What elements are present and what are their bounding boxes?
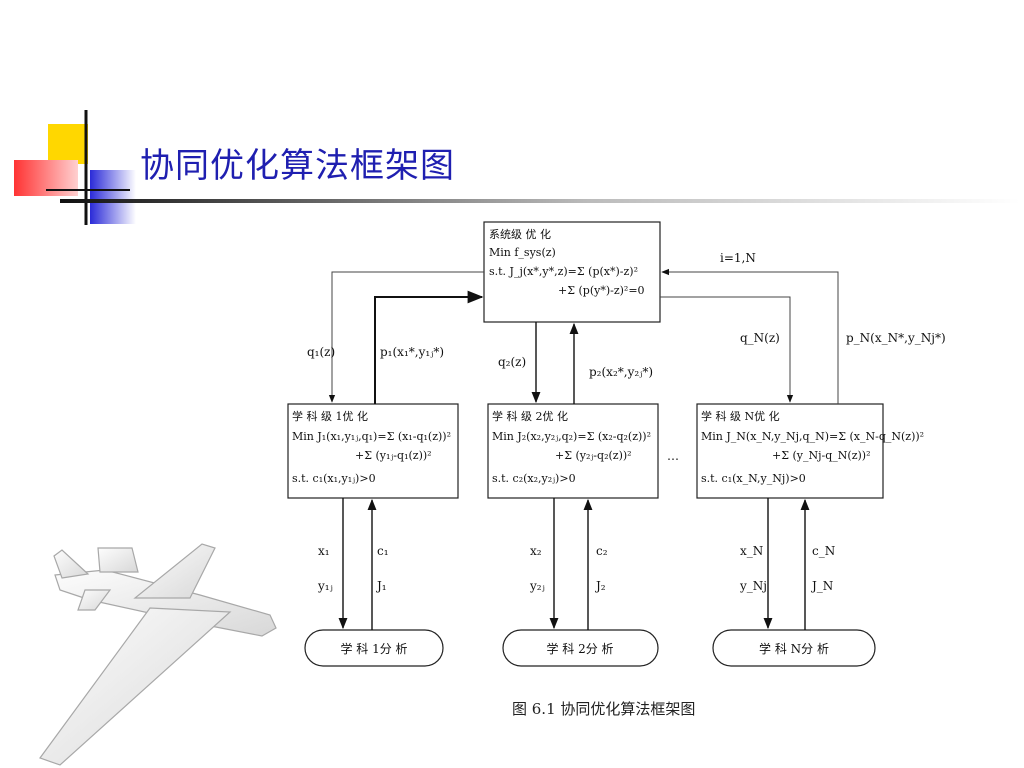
discipline-1-objective: Min J₁(x₁,y₁ⱼ,q₁)=Σ (x₁-q₁(z))² [292, 430, 451, 443]
label-p2: p₂(x₂*,y₂ⱼ*) [589, 365, 653, 379]
label-x1: x₁ [318, 544, 330, 558]
discipline-n-term2: +Σ (y_Nj-q_N(z))² [772, 449, 871, 462]
label-p1: p₁(x₁*,y₁ⱼ*) [380, 345, 444, 359]
discipline-2-box: 学 科 级 2优 化 Min J₂(x₂,y₂ⱼ,q₂)=Σ (x₂-q₂(z)… [487, 403, 659, 499]
title-bullet-icon [14, 110, 136, 225]
discipline-2-title: 学 科 级 2优 化 [492, 409, 568, 423]
system-level-box: 系统级 优 化 Min f_sys(z) s.t. J_j(x*,y*,z)=Σ… [483, 221, 661, 323]
label-q2: q₂(z) [498, 355, 526, 369]
discipline-2-objective: Min J₂(x₂,y₂ⱼ,q₂)=Σ (x₂-q₂(z))² [492, 430, 651, 443]
analysis-2: 学 科 2分 析 [502, 629, 659, 667]
loop-label: i=1,N [720, 251, 756, 265]
system-objective: Min f_sys(z) [489, 246, 556, 259]
label-x2: x₂ [530, 544, 542, 558]
discipline-n-constraint: s.t. c₁(x_N,y_Nj)>0 [701, 472, 806, 485]
label-c1: c₁ [377, 544, 389, 558]
label-j2: J₂ [594, 579, 606, 593]
discipline-1-title: 学 科 级 1优 化 [292, 409, 368, 423]
discipline-1-box: 学 科 级 1优 化 Min J₁(x₁,y₁ⱼ,q₁)=Σ (x₁-q₁(z)… [287, 403, 459, 499]
arrow-qn-down [660, 296, 794, 403]
label-q1: q₁(z) [307, 345, 335, 359]
svg-text:学 科 N分 析: 学 科 N分 析 [759, 641, 829, 656]
label-qn: q_N(z) [740, 331, 780, 345]
ellipsis-label: … [667, 449, 679, 463]
analysis-1: 学 科 1分 析 [304, 629, 444, 667]
discipline-1-constraint: s.t. c₁(x₁,y₁ⱼ)>0 [292, 472, 376, 485]
title-underline [60, 199, 1020, 203]
arrow-q1-down [328, 271, 484, 403]
figure-caption: 图 6.1 协同优化算法框架图 [512, 700, 696, 718]
discipline-2-constraint: s.t. c₂(x₂,y₂ⱼ)>0 [492, 472, 576, 485]
label-y2: y₂ⱼ [529, 579, 545, 593]
system-title: 系统级 优 化 [489, 227, 551, 241]
svg-text:学 科 2分 析: 学 科 2分 析 [546, 641, 613, 656]
aircraft-icon [39, 543, 277, 766]
label-jn: J_N [810, 579, 833, 593]
discipline-n-title: 学 科 级 N优 化 [701, 409, 780, 423]
discipline-2-term2: +Σ (y₂ⱼ-q₂(z))² [555, 449, 632, 462]
slide-title: 协同优化算法框架图 [140, 146, 455, 186]
svg-text:学 科 1分 析: 学 科 1分 析 [340, 641, 407, 656]
analysis-n: 学 科 N分 析 [712, 629, 876, 667]
arrow-pn-up [661, 268, 839, 404]
arrow-p1-up [374, 290, 484, 404]
label-xn: x_N [740, 544, 763, 558]
system-constraint-2: +Σ (p(y*)-z)²=0 [558, 284, 645, 297]
label-j1: J₁ [375, 579, 387, 593]
system-constraint-1: s.t. J_j(x*,y*,z)=Σ (p(x*)-z)² [489, 265, 638, 278]
label-cn: c_N [812, 544, 835, 558]
label-yn: y_Nj [739, 579, 767, 593]
discipline-1-term2: +Σ (y₁ⱼ-q₁(z))² [355, 449, 432, 462]
label-pn: p_N(x_N*,y_Nj*) [846, 331, 946, 345]
label-y1: y₁ⱼ [317, 579, 333, 593]
discipline-n-box: 学 科 级 N优 化 Min J_N(x_N,y_Nj,q_N)=Σ (x_N-… [696, 403, 924, 499]
label-c2: c₂ [596, 544, 608, 558]
discipline-n-objective: Min J_N(x_N,y_Nj,q_N)=Σ (x_N-q_N(z))² [701, 430, 924, 443]
